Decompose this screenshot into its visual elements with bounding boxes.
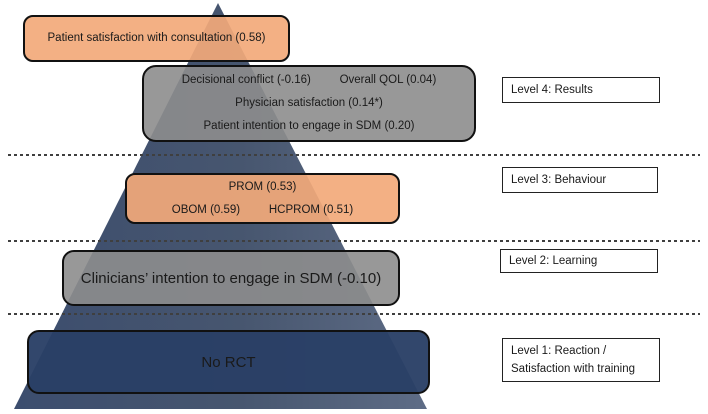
level4-label: Level 4: Results xyxy=(511,84,593,96)
patient-satisfaction-text: Patient satisfaction with consultation (… xyxy=(47,32,266,44)
level4-label-box: Level 4: Results xyxy=(502,77,660,103)
level1-label-line-1: Level 1: Reaction / xyxy=(511,345,607,357)
results-line-3: Patient intention to engage in SDM (0.20… xyxy=(203,120,415,132)
level2-label: Level 2: Learning xyxy=(509,255,598,267)
behaviour-line-2: OBOM (0.59) HCPROM (0.51) xyxy=(171,203,354,216)
level1-no-rct-box: No RCT xyxy=(27,330,430,394)
results-line-2: Physician satisfaction (0.14*) xyxy=(235,97,383,109)
dashed-divider-level4 xyxy=(8,154,700,156)
learning-text: Clinicians’ intention to engage in SDM (… xyxy=(80,269,382,287)
dashed-divider-level3 xyxy=(8,240,700,242)
level2-learning-box: Clinicians’ intention to engage in SDM (… xyxy=(62,250,400,306)
level3-behaviour-box: PROM (0.53) OBOM (0.59) HCPROM (0.51) xyxy=(125,173,400,224)
behaviour-line-1: PROM (0.53) xyxy=(228,180,297,193)
dashed-divider-level2 xyxy=(8,313,700,315)
no-rct-text: No RCT xyxy=(201,353,256,371)
level4-results-box: Decisional conflict (-0.16) Overall QOL … xyxy=(142,65,476,142)
level1-label-line-2: Satisfaction with training xyxy=(511,363,636,375)
level3-label: Level 3: Behaviour xyxy=(511,174,607,186)
results-line-1: Decisional conflict (-0.16) Overall QOL … xyxy=(181,74,437,86)
level3-label-box: Level 3: Behaviour xyxy=(502,167,658,193)
patient-satisfaction-box: Patient satisfaction with consultation (… xyxy=(23,15,290,62)
level2-label-box: Level 2: Learning xyxy=(500,249,658,273)
level1-label-box: Level 1: Reaction / Satisfaction with tr… xyxy=(502,338,660,382)
